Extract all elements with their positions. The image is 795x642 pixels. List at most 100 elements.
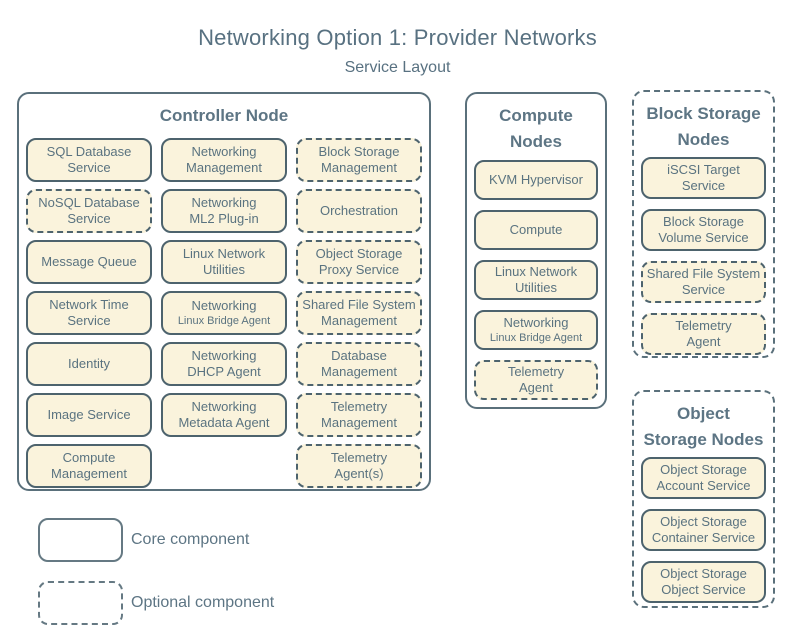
service-label-line: Utilities	[203, 262, 245, 277]
service-label-line: Proxy Service	[318, 262, 400, 277]
service-label-line: Object Storage	[660, 566, 747, 581]
service-label-line: Service	[681, 282, 726, 297]
service-identity: Identity	[26, 342, 152, 386]
service-label-line: Compute	[62, 450, 116, 465]
service-label-line: Object Storage	[660, 462, 747, 477]
service-label-line: Service	[67, 160, 111, 175]
service-kvm-hypervisor: KVM Hypervisor	[474, 160, 598, 200]
service-label-line: Agent(s)	[334, 466, 384, 481]
service-label-line: Networking	[503, 315, 569, 330]
service-label-line: Service	[67, 211, 111, 226]
empty-cell	[161, 444, 287, 488]
service-label-line: Compute	[509, 222, 563, 237]
group-title-block-storage-nodes: Block Storage Nodes	[634, 92, 773, 153]
service-label-line: Shared File System	[646, 266, 761, 281]
service-compute: Compute	[474, 210, 598, 250]
legend-core-label: Core component	[131, 531, 250, 548]
service-label-line: Image Service	[47, 407, 131, 422]
service-image-service: Image Service	[26, 393, 152, 437]
service-label-line: NoSQL Database	[38, 195, 140, 210]
service-label-line: Network Time	[49, 297, 129, 312]
service-label-line: Networking	[191, 195, 257, 210]
service-label-line: Management	[186, 160, 262, 175]
diagram-subtitle: Service Layout	[344, 59, 451, 76]
group-title-line: Block Storage	[646, 104, 761, 123]
group-title-compute-nodes: Compute Nodes	[467, 94, 605, 155]
service-message-queue: Message Queue	[26, 240, 152, 284]
legend-optional-swatch	[38, 581, 123, 625]
service-label-line: Management	[321, 415, 397, 430]
service-label-line: Block Storage	[663, 214, 744, 229]
service-label-line: Telemetry	[675, 318, 732, 333]
service-label-line: SQL Database	[46, 144, 132, 159]
service-label-line: Utilities	[515, 280, 557, 295]
service-label-line: Message Queue	[41, 254, 137, 269]
service-label-line: Networking	[191, 348, 257, 363]
service-label-line: Agent	[519, 380, 553, 395]
service-label-line: Object Storage	[315, 246, 403, 261]
group-title-line: Nodes	[677, 130, 730, 149]
service-label-line: Metadata Agent	[178, 415, 270, 430]
service-label-line: Linux Network	[182, 246, 266, 261]
service-label-line: Management	[51, 466, 127, 481]
group-title-line: Compute	[499, 106, 573, 125]
legend-optional-label: Optional component	[131, 594, 275, 611]
group-title-line: Object	[677, 404, 730, 423]
service-label-line: Object Service	[661, 582, 746, 597]
service-label-line: DHCP Agent	[187, 364, 261, 379]
service-label-line: Service	[681, 178, 726, 193]
service-label-line: Telemetry	[507, 364, 565, 379]
service-label-line: Object Storage	[660, 514, 747, 529]
service-sub-label: Linux Bridge Agent	[177, 315, 271, 327]
service-orchestration: Orchestration	[296, 189, 422, 233]
service-sub-label: Linux Bridge Agent	[489, 332, 583, 344]
service-label-line: Linux Network	[494, 264, 578, 279]
service-label-line: Database	[331, 348, 387, 363]
group-title-line: Controller Node	[159, 106, 289, 125]
service-label-line: Container Service	[651, 530, 756, 545]
service-label-line: Volume Service	[658, 230, 749, 245]
service-label-line: Agent	[686, 334, 721, 349]
service-label-line: Networking	[191, 144, 257, 159]
service-label-line: Orchestration	[319, 203, 399, 218]
diagram-title: Networking Option 1: Provider Networks	[198, 25, 597, 50]
group-title-line: Storage Nodes	[643, 430, 764, 449]
service-label-line: Telemetry	[330, 450, 388, 465]
service-label-line: Account Service	[656, 478, 751, 493]
service-label-line: Management	[321, 364, 397, 379]
service-label-line: KVM Hypervisor	[489, 172, 583, 187]
service-label-line: Identity	[68, 356, 110, 371]
service-label-line: Service	[67, 313, 111, 328]
service-label-line: Networking	[191, 298, 257, 313]
service-label-line: Shared File System	[302, 297, 416, 312]
